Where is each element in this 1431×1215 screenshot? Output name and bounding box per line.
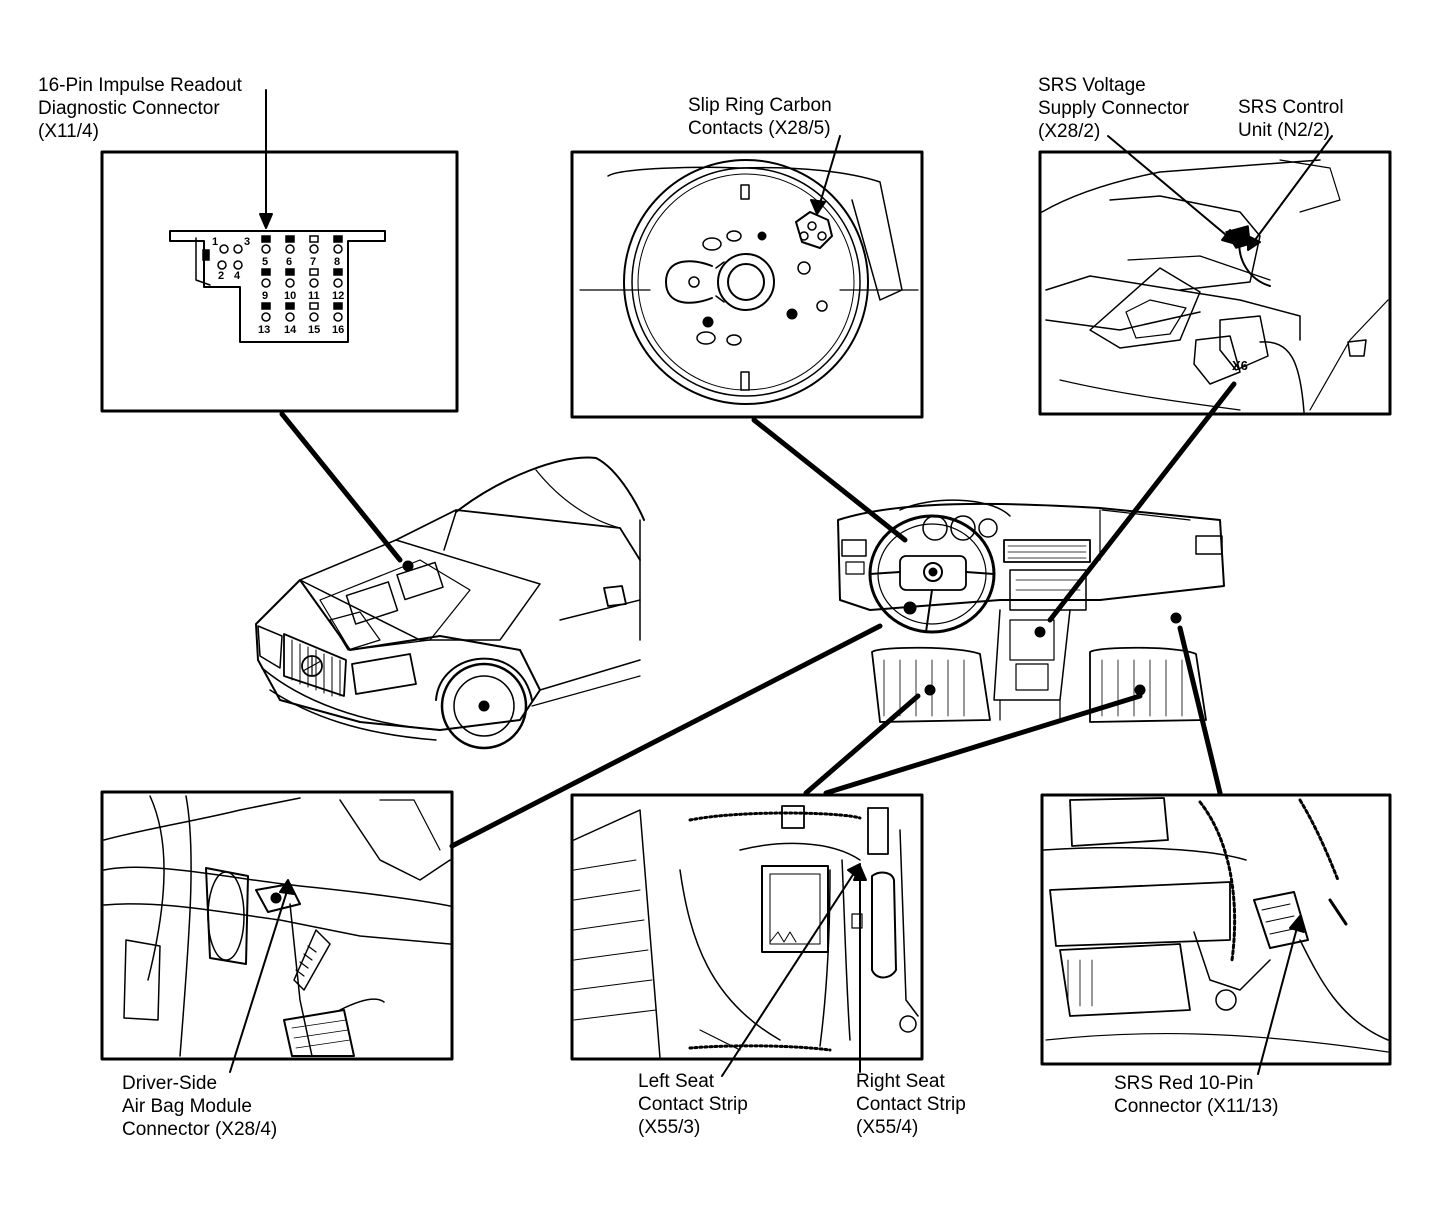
callout-line: Supply Connector <box>1038 98 1190 119</box>
srs-control-unit-panel <box>1038 150 1392 416</box>
pin-label: 5 <box>262 256 269 268</box>
callout-line: Unit (N2/2) <box>1238 120 1330 141</box>
diagnostic-connector-callout: 16-Pin Impulse Readout Diagnostic Connec… <box>38 74 242 143</box>
callout-line: Connector (X11/13) <box>1114 1096 1279 1117</box>
pin-label: 7 <box>310 256 317 268</box>
pin-label: 1 <box>212 236 219 248</box>
callout-line: SRS Control <box>1238 97 1344 118</box>
leader-lines <box>229 89 1333 1077</box>
right-seat-callout: Right Seat Contact Strip (X55/4) <box>856 1070 966 1139</box>
callout-line: Contact Strip <box>856 1094 966 1115</box>
callout-line: SRS Red 10-Pin <box>1114 1073 1254 1094</box>
srs-control-unit-callout: SRS Control Unit (N2/2) <box>1238 96 1344 142</box>
callout-line: Right Seat <box>856 1071 945 1092</box>
srs-red-connector-callout: SRS Red 10-Pin Connector (X11/13) <box>1114 1072 1278 1118</box>
pin-label: 8 <box>334 256 341 268</box>
callout-line: (X11/4) <box>38 121 99 142</box>
pin-label: 2 <box>218 270 225 282</box>
callout-line: (X55/3) <box>638 1117 701 1138</box>
pin-label: 14 <box>284 324 297 336</box>
pin-label: 15 <box>308 324 321 336</box>
dashboard-illustration <box>837 499 1225 723</box>
pin-label: 9 <box>262 290 269 302</box>
callout-line: Contact Strip <box>638 1094 748 1115</box>
left-seat-callout: Left Seat Contact Strip (X55/3) <box>638 1070 748 1139</box>
callout-line: (X55/4) <box>856 1117 919 1138</box>
srs-red-connector-panel <box>1040 793 1392 1066</box>
callout-line: SRS Voltage <box>1038 75 1146 96</box>
srs-voltage-callout: SRS Voltage Supply Connector (X28/2) <box>1038 74 1189 143</box>
seat-contact-strip-panel <box>570 793 924 1061</box>
driver-airbag-callout: Driver-Side Air Bag Module Connector (X2… <box>122 1072 277 1141</box>
slip-ring-callout: Slip Ring Carbon Contacts (X28/5) <box>688 94 832 140</box>
callout-line: Driver-Side <box>122 1073 218 1094</box>
diagnostic-connector-panel <box>100 150 459 413</box>
callout-line: Connector (X28/4) <box>122 1119 278 1140</box>
pin-label: 6 <box>286 256 293 268</box>
vehicle-illustration <box>255 456 645 750</box>
callout-line: Diagnostic Connector <box>38 98 220 119</box>
callout-line: (X28/2) <box>1038 121 1101 142</box>
pin-label: 10 <box>284 290 297 302</box>
pin-label: 4 <box>234 270 241 282</box>
callout-line: 16-Pin Impulse Readout <box>38 75 242 96</box>
callout-connectors <box>279 381 1237 849</box>
pin-label: 12 <box>332 290 345 302</box>
slip-ring-panel <box>570 150 924 419</box>
callout-line: Slip Ring Carbon <box>688 95 832 116</box>
callout-line: Left Seat <box>638 1071 715 1092</box>
pin-label: 16 <box>332 324 345 336</box>
pin-label: 3 <box>244 236 251 248</box>
pin-label: 11 <box>308 290 320 302</box>
x6-mark: X6 <box>1232 358 1248 373</box>
callout-line: Air Bag Module <box>122 1096 252 1117</box>
driver-side-panel <box>100 790 454 1061</box>
pin-label: 13 <box>258 324 271 336</box>
callout-line: Contacts (X28/5) <box>688 118 831 139</box>
